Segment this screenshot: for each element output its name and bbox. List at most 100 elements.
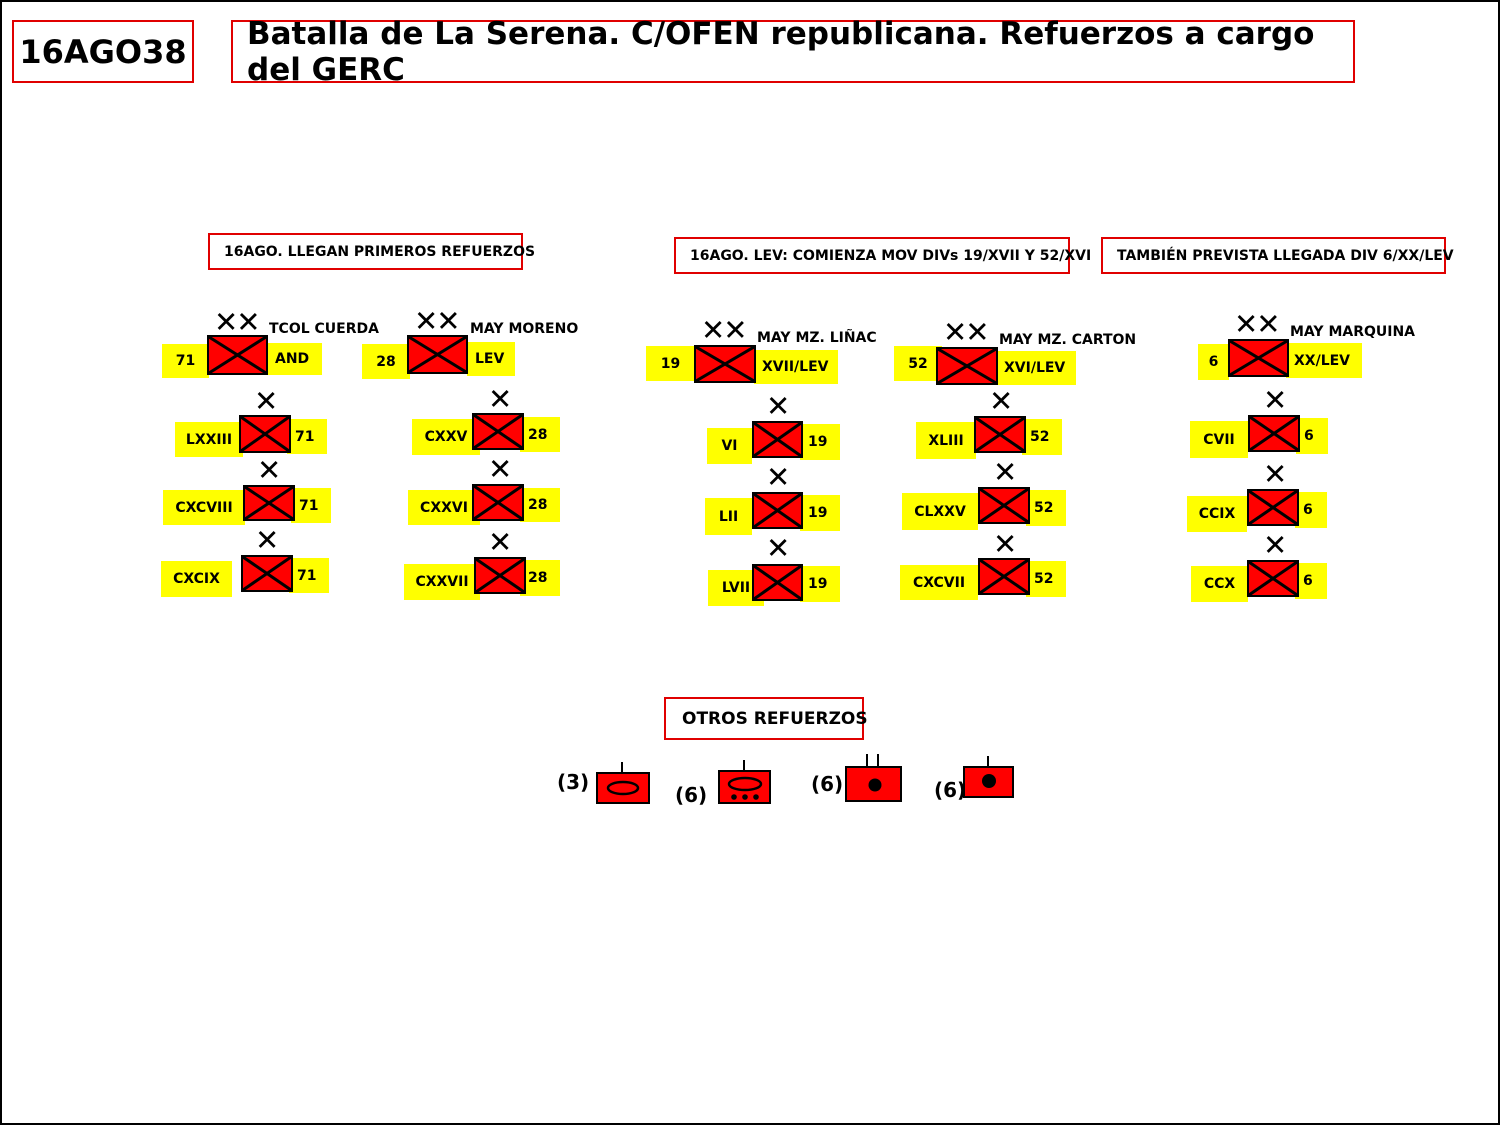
brigade-parent: 6 (1296, 418, 1328, 454)
infantry-brigade-symbol (974, 416, 1026, 453)
group-header-first-reinforcements: 16AGO. LLEGAN PRIMEROS REFUERZOS (208, 233, 535, 270)
armor-count: (3) (557, 770, 590, 794)
division-corps: LEV (467, 342, 515, 376)
infantry-brigade-symbol (752, 421, 803, 458)
brigade-echelon-icon: ✕ (257, 453, 281, 487)
brigade-parent: 52 (1026, 561, 1066, 597)
division-echelon-icon: ✕✕ (214, 305, 261, 339)
brigade-name: CXCVII (900, 565, 978, 600)
brigade-echelon-icon: ✕ (255, 523, 279, 557)
brigade-echelon-icon: ✕ (488, 452, 512, 486)
infantry-brigade-symbol (978, 487, 1030, 524)
division-commander: MAY MZ. LIÑAC (757, 330, 877, 346)
group-header-lev-movement: 16AGO. LEV: COMIENZA MOV DIVs 19/XVII Y … (674, 237, 1091, 274)
brigade-echelon-icon: ✕ (254, 384, 278, 418)
infantry-division-symbol (936, 347, 998, 385)
infantry-brigade-symbol (472, 413, 524, 450)
brigade-name: CCX (1191, 566, 1248, 602)
brigade-parent: 71 (291, 488, 331, 523)
brigade-name: CXXVII (404, 564, 480, 600)
brigade-parent: 6 (1295, 563, 1327, 599)
artillery-battery-count: (6) (811, 772, 844, 796)
infantry-brigade-symbol (752, 564, 803, 601)
brigade-name: CXCVIII (163, 490, 245, 525)
artillery-company-icon (963, 766, 1014, 798)
division-number: 6 (1198, 344, 1229, 380)
infantry-brigade-symbol (1247, 560, 1299, 597)
infantry-division-symbol (694, 345, 756, 383)
wheeled-armor-echelon-tick (743, 760, 745, 772)
division-number: 19 (646, 346, 695, 381)
artillery-company-echelon-tick (987, 756, 989, 768)
division-corps: AND (267, 343, 322, 375)
brigade-parent: 71 (289, 558, 329, 593)
brigade-name: CLXXV (902, 493, 978, 530)
brigade-echelon-icon: ✕ (766, 389, 790, 423)
date-label: 16AGO38 (12, 20, 194, 83)
division-commander: MAY MARQUINA (1290, 324, 1416, 340)
brigade-parent: 28 (520, 488, 560, 522)
brigade-name: CVII (1190, 421, 1248, 458)
infantry-brigade-symbol (1248, 415, 1300, 452)
infantry-brigade-symbol (1247, 489, 1299, 526)
division-echelon-icon: ✕✕ (943, 315, 990, 349)
brigade-name: VI (707, 428, 752, 464)
brigade-echelon-icon: ✕ (993, 455, 1017, 489)
brigade-echelon-icon: ✕ (993, 527, 1017, 561)
infantry-brigade-symbol (752, 492, 803, 529)
infantry-division-symbol (407, 335, 468, 374)
division-echelon-icon: ✕✕ (1234, 307, 1281, 341)
wheeled-armor-icon (718, 770, 771, 804)
infantry-division-symbol (207, 335, 268, 375)
wheeled-armor-count: (6) (675, 783, 708, 807)
brigade-echelon-icon: ✕ (1263, 383, 1287, 417)
infantry-division-symbol (1228, 339, 1289, 377)
brigade-parent: 71 (287, 419, 327, 454)
group-header-planned-division: TAMBIÉN PREVISTA LLEGADA DIV 6/XX/LEV (1101, 237, 1454, 274)
armor-echelon-tick (621, 762, 623, 773)
division-number: 71 (162, 344, 209, 378)
brigade-echelon-icon: ✕ (989, 384, 1013, 418)
artillery-battery-echelon-tick (877, 754, 879, 768)
brigade-name: CXXVI (408, 490, 480, 525)
brigade-parent: 19 (800, 566, 840, 602)
page-title: Batalla de La Serena. C/OFEN republicana… (231, 16, 1355, 88)
artillery-battery-echelon-tick (866, 754, 868, 768)
brigade-echelon-icon: ✕ (766, 460, 790, 494)
division-corps: XVII/LEV (754, 350, 838, 384)
division-echelon-icon: ✕✕ (701, 313, 748, 347)
division-commander: MAY MORENO (470, 321, 579, 337)
division-commander: MAY MZ. CARTON (999, 332, 1137, 348)
armor-icon (596, 772, 650, 804)
artillery-battery-icon (845, 766, 902, 802)
division-commander: TCOL CUERDA (269, 321, 379, 337)
brigade-parent: 28 (520, 417, 560, 452)
other-reinforcements-header: OTROS REFUERZOS (664, 697, 868, 740)
division-corps: XVI/LEV (996, 351, 1076, 385)
artillery-company-count: (6) (934, 778, 967, 802)
brigade-name: LXXIII (175, 422, 243, 457)
division-corps: XX/LEV (1286, 343, 1362, 378)
division-number: 52 (894, 346, 942, 381)
division-number: 28 (362, 344, 410, 379)
brigade-parent: 52 (1026, 490, 1066, 526)
infantry-brigade-symbol (241, 555, 293, 592)
brigade-parent: 19 (800, 424, 840, 460)
infantry-brigade-symbol (472, 484, 524, 521)
brigade-parent: 6 (1295, 492, 1327, 528)
brigade-echelon-icon: ✕ (1263, 528, 1287, 562)
infantry-brigade-symbol (978, 558, 1030, 595)
brigade-echelon-icon: ✕ (488, 525, 512, 559)
brigade-name: LII (705, 498, 752, 535)
brigade-echelon-icon: ✕ (1263, 457, 1287, 491)
brigade-name: CXXV (412, 419, 480, 455)
brigade-parent: 52 (1022, 419, 1062, 455)
brigade-name: CXCIX (161, 561, 232, 597)
division-echelon-icon: ✕✕ (414, 304, 461, 338)
brigade-name: CCIX (1187, 496, 1247, 532)
infantry-brigade-symbol (474, 557, 526, 594)
brigade-parent: 19 (800, 495, 840, 531)
infantry-brigade-symbol (239, 415, 291, 453)
infantry-brigade-symbol (243, 485, 295, 521)
